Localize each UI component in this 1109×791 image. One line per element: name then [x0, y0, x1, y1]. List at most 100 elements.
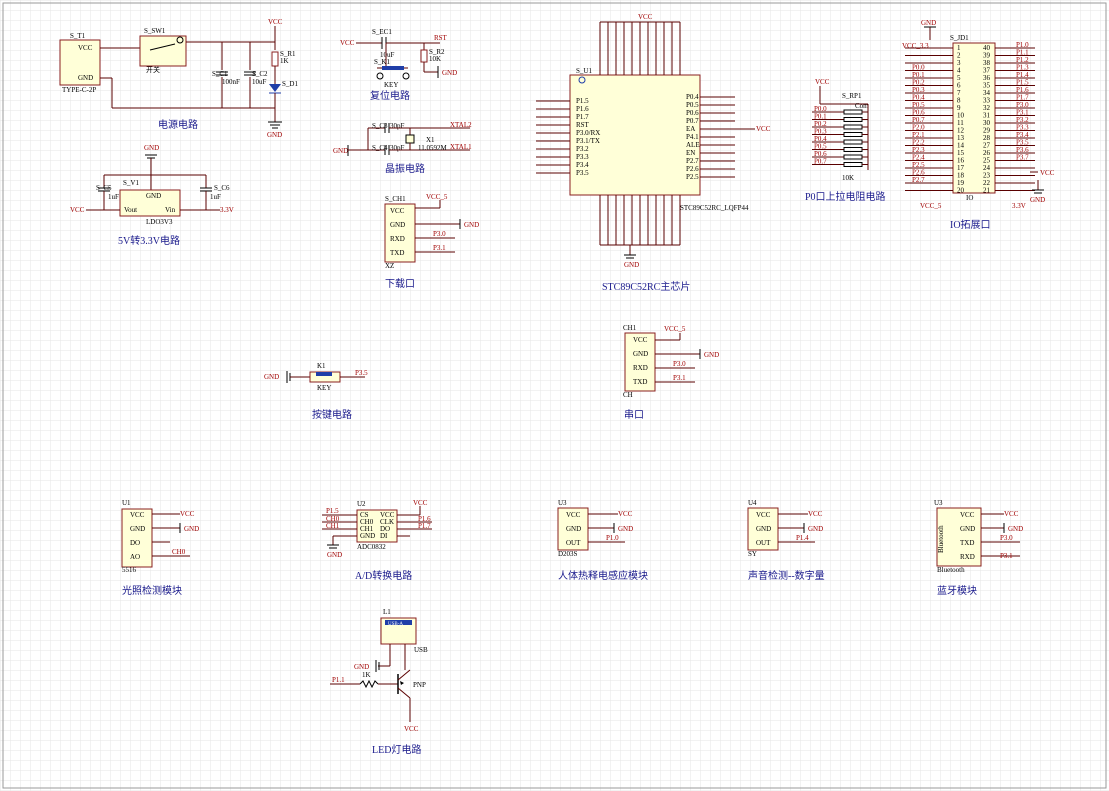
c2-ref: S_C2 — [252, 70, 268, 78]
light-ref: U1 — [122, 499, 131, 507]
adc-gnd-label: GND — [327, 551, 342, 559]
light-ao-net: CH0 — [172, 548, 186, 556]
io-right-net: P1.0 — [1016, 41, 1029, 49]
key-ref: K1 — [317, 362, 326, 370]
x1-ref: X1 — [426, 136, 435, 144]
crystal-x1-icon — [405, 134, 415, 144]
title-adc: A/D转换电路 — [355, 569, 412, 582]
title-crystal: 晶振电路 — [385, 162, 425, 175]
title-serial: 串口 — [624, 409, 644, 421]
adc-pin-ch1: CH1 — [360, 525, 374, 533]
adc-clk-net: P1.6 — [418, 515, 431, 523]
download-pin-txd: TXD — [390, 249, 404, 257]
download-port: S_CH1 VCC GND RXD TXD XZ VCC_5 GND P3.0 … — [384, 193, 479, 290]
bt-pin-gnd: GND — [960, 525, 975, 533]
pir-header — [557, 507, 589, 551]
io-right-net: P3.4 — [1016, 131, 1029, 139]
adc-pin-clk: CLK — [380, 518, 394, 526]
reset-circuit: VCC S_EC1 10uF RST S_R2 10K GND S_K1 KEY… — [340, 28, 457, 102]
title-ldo: 5V转3.3V电路 — [118, 234, 180, 247]
sound-pin-gnd: GND — [756, 525, 771, 533]
io-pin-number: 32 — [983, 104, 991, 112]
download-pin-gnd: GND — [390, 221, 405, 229]
pir-out-net: P1.0 — [606, 534, 619, 542]
reset-vcc-label: VCC — [340, 39, 355, 47]
k1-ref: S_K1 — [374, 58, 390, 66]
typec-connector — [59, 39, 101, 86]
key-circuit: GND K1 KEY P3.5 按键电路 — [264, 362, 368, 421]
mcu-left-pin-label: P3.3 — [576, 153, 589, 161]
mcu-left-pin-label: P3.1/TX — [576, 137, 600, 145]
serial-part: CH — [623, 391, 633, 399]
io-right-net: P1.2 — [1016, 56, 1029, 64]
pullup-net: P0.0 — [814, 105, 827, 113]
io-left-net: P0.1 — [912, 71, 925, 79]
io-left-net: P0.4 — [912, 94, 925, 102]
power-circuit: S_T1 VCC GND TYPE-C-2P S_SW1 开关 S_C1 100… — [59, 18, 298, 139]
adc-ch0-net: CH0 — [326, 515, 340, 523]
sound-out-net: P1.4 — [796, 534, 809, 542]
io-left-net: P2.1 — [912, 131, 925, 139]
adc-vcc-label: VCC — [413, 499, 428, 507]
bt-part: Bluetooth — [937, 566, 965, 574]
io-pin-number: 11 — [957, 119, 964, 127]
reset-gnd-label: GND — [442, 69, 457, 77]
io-left-net: P2.6 — [912, 169, 925, 177]
io-pin-number: 19 — [957, 179, 965, 187]
io-left-net: P0.0 — [912, 64, 925, 72]
pir-pin-out: OUT — [566, 539, 581, 547]
adc-pin-do: DO — [380, 525, 390, 533]
io-gnd-label: GND — [921, 19, 936, 27]
download-ref: S_CH1 — [385, 195, 406, 203]
reset-key-icon — [382, 66, 404, 70]
io-left-net: P0.3 — [912, 86, 925, 94]
io-left-net: P0.7 — [912, 116, 925, 124]
led-net: P1.1 — [332, 676, 345, 684]
io-left-net: P2.5 — [912, 161, 925, 169]
bt-pin-txd: TXD — [960, 539, 974, 547]
key-part: KEY — [317, 384, 331, 392]
rp1-ref: S_RP1 — [842, 92, 862, 100]
power-gnd-label: GND — [267, 131, 282, 139]
pir-module: U3 VCC GND OUT D203S VCC GND P1.0 人体热释电感… — [557, 499, 648, 582]
bt-pin-rxd: RXD — [960, 553, 975, 561]
io-right-net: P3.1 — [1016, 109, 1029, 117]
ldo-pin-gnd: GND — [146, 192, 161, 200]
io-3v3-label: 3.3V — [1012, 202, 1026, 210]
bluetooth-header — [936, 507, 982, 567]
c3-val: 30pF — [390, 122, 405, 130]
mcu-left-pin-label: P3.4 — [576, 161, 589, 169]
io-pin-number: 16 — [957, 157, 965, 165]
sound-vcc-label: VCC — [808, 510, 823, 518]
c6-val: 1uF — [210, 193, 221, 201]
pullup-net: P0.2 — [814, 120, 827, 128]
io-pin-number: 13 — [957, 134, 965, 142]
sound-part: SY — [748, 550, 757, 558]
sound-header — [747, 507, 779, 551]
led-ref: L1 — [383, 608, 391, 616]
io-pin-number: 9 — [957, 104, 961, 112]
crystal-circuit: GND S_C3 30pF S_C4 30pF X1 11.0592M XTAL… — [333, 121, 472, 175]
io-right-net: P3.2 — [1016, 116, 1029, 124]
download-header — [384, 203, 416, 263]
mcu-right-pin-label: P2.7 — [686, 157, 699, 165]
io-right-net: P1.7 — [1016, 94, 1029, 102]
io-pin-number: 33 — [983, 97, 991, 105]
pullup-net: P0.7 — [814, 158, 827, 166]
title-light: 光照检测模块 — [122, 584, 182, 597]
key-net: P3.5 — [355, 369, 368, 377]
bt-vcc-label: VCC — [1004, 510, 1019, 518]
ldo-pin-vin: Vin — [165, 206, 176, 214]
r1-val: 1K — [280, 57, 289, 65]
light-pin-ao: AO — [130, 553, 140, 561]
mcu-part: STC89C52RC_LQFP44 — [680, 204, 749, 212]
resistor-icon — [359, 679, 379, 689]
pullup-net: P0.1 — [814, 113, 827, 121]
t1-part: TYPE-C-2P — [62, 86, 96, 94]
io-pin-number: 18 — [957, 172, 965, 180]
io-pin-number: 26 — [983, 149, 991, 157]
adc-circuit: U2 CS CH0 CH1 GND VCC CLK DO DI ADC0832 … — [322, 499, 432, 582]
io-right-net: P3.0 — [1016, 101, 1029, 109]
